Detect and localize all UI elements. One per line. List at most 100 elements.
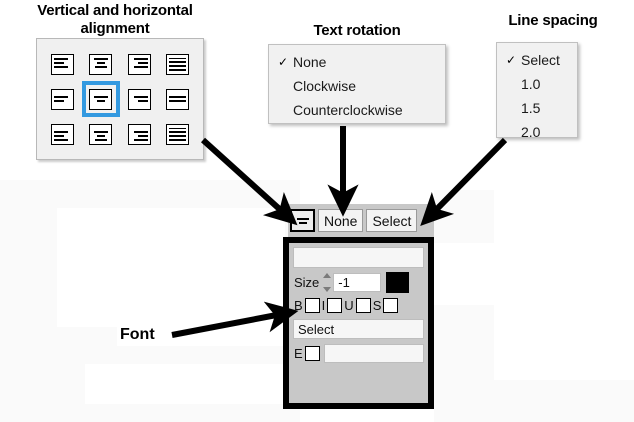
align-line [53, 134, 64, 137]
background-page-left-4 [85, 364, 285, 404]
align-line [169, 65, 187, 67]
font-size-input[interactable]: -1 [333, 273, 382, 292]
align-line [133, 96, 148, 98]
align-line [169, 131, 187, 133]
background-page-left-2 [57, 284, 117, 327]
font-size-spinner[interactable] [321, 273, 332, 292]
rotation-menu-item[interactable]: Clockwise [269, 74, 445, 98]
italic-label: I [321, 298, 326, 313]
align-middle-justify-icon [166, 88, 190, 110]
align-bottom-center-icon [89, 123, 113, 145]
spacing-menu-item[interactable]: ✓ Select [497, 48, 577, 72]
align-top-center-icon [89, 53, 113, 75]
align-cell-top-left[interactable] [45, 49, 79, 79]
alignment-button[interactable] [290, 209, 315, 232]
align-line [133, 65, 148, 68]
align-line [169, 68, 187, 71]
align-line [96, 61, 105, 64]
align-middle-center-icon [89, 88, 113, 110]
formatting-toolbar: None Select [288, 204, 434, 237]
italic-checkbox[interactable] [327, 298, 343, 313]
alignment-callout-title-line2: alignment [80, 20, 150, 37]
align-line [96, 100, 105, 102]
rotation-menu-item[interactable]: Counterclockwise [269, 98, 445, 122]
rotation-menu-item-label: None [293, 54, 327, 70]
align-line [53, 61, 64, 64]
align-line [169, 96, 187, 98]
align-cell-top-justify[interactable] [161, 49, 195, 79]
align-cell-bottom-center[interactable] [84, 119, 118, 149]
align-line [169, 100, 187, 102]
align-line [169, 57, 187, 60]
font-size-label: Size [294, 275, 320, 290]
spacing-menu-item-label: Select [521, 52, 560, 68]
alignment-grid-panel[interactable] [36, 38, 204, 160]
background-page-right-2 [494, 190, 634, 380]
align-line [93, 57, 108, 60]
spacing-menu-item[interactable]: 2.0 [497, 120, 577, 144]
strikethrough-checkbox[interactable] [383, 298, 399, 313]
bold-label: B [294, 298, 303, 313]
align-middle-left-icon [50, 88, 74, 110]
effect-label: E [294, 346, 303, 361]
font-effect-row: E [293, 344, 424, 363]
rotation-menu-item-label: Clockwise [293, 78, 357, 94]
align-line [133, 130, 148, 133]
align-line [133, 57, 148, 60]
align-center-middle-icon [295, 214, 311, 227]
font-select-dropdown[interactable]: Select [293, 319, 424, 339]
spacing-menu-item-label: 1.0 [521, 76, 541, 92]
alignment-callout-title: Vertical and horizontal alignment [10, 2, 220, 38]
font-name-input[interactable] [293, 247, 424, 268]
line-spacing-button[interactable]: Select [366, 209, 418, 232]
align-cell-middle-center[interactable] [81, 81, 120, 117]
spacing-menu-item-label: 1.5 [521, 100, 541, 116]
font-callout-label: Font [120, 326, 155, 343]
effect-input[interactable] [323, 344, 424, 363]
font-color-swatch[interactable] [386, 272, 410, 293]
spacing-menu-item[interactable]: 1.5 [497, 96, 577, 120]
align-line [53, 65, 68, 68]
spinner-up-icon[interactable] [322, 273, 331, 278]
background-page-left-1 [57, 208, 285, 284]
align-cell-bottom-right[interactable] [122, 119, 156, 149]
underline-label: U [344, 298, 354, 313]
effect-checkbox[interactable] [304, 346, 320, 361]
align-cell-middle-right[interactable] [122, 84, 156, 114]
align-line [53, 100, 64, 102]
align-cell-middle-left[interactable] [45, 84, 79, 114]
check-icon: ✓ [505, 53, 517, 67]
align-line [93, 130, 108, 133]
align-line [169, 138, 187, 141]
rotation-menu-item-label: Counterclockwise [293, 102, 403, 118]
align-line [53, 130, 68, 133]
align-line [53, 57, 68, 60]
align-line [137, 100, 148, 102]
align-line [169, 61, 187, 63]
align-line [137, 134, 148, 137]
align-line [53, 96, 68, 98]
align-cell-top-center[interactable] [84, 49, 118, 79]
spinner-down-icon[interactable] [322, 287, 331, 292]
font-dialog: Size -1 B I U S Select E [283, 237, 434, 409]
rotation-callout-title: Text rotation [313, 22, 401, 39]
align-line [93, 96, 108, 98]
align-line [96, 134, 105, 137]
align-cell-bottom-left[interactable] [45, 119, 79, 149]
spacing-menu-item[interactable]: 1.0 [497, 72, 577, 96]
rotation-menu-item[interactable]: ✓ None [269, 50, 445, 74]
align-line [94, 65, 107, 68]
align-cell-middle-justify[interactable] [161, 84, 195, 114]
underline-checkbox[interactable] [355, 298, 371, 313]
font-style-row: B I U S [293, 298, 424, 313]
align-cell-top-right[interactable] [122, 49, 156, 79]
align-bottom-justify-icon [166, 123, 190, 145]
text-rotation-button[interactable]: None [318, 209, 364, 232]
bold-checkbox[interactable] [304, 298, 320, 313]
align-bottom-left-icon [50, 123, 74, 145]
check-icon: ✓ [277, 55, 289, 69]
align-cell-bottom-justify[interactable] [161, 119, 195, 149]
align-top-right-icon [127, 53, 151, 75]
